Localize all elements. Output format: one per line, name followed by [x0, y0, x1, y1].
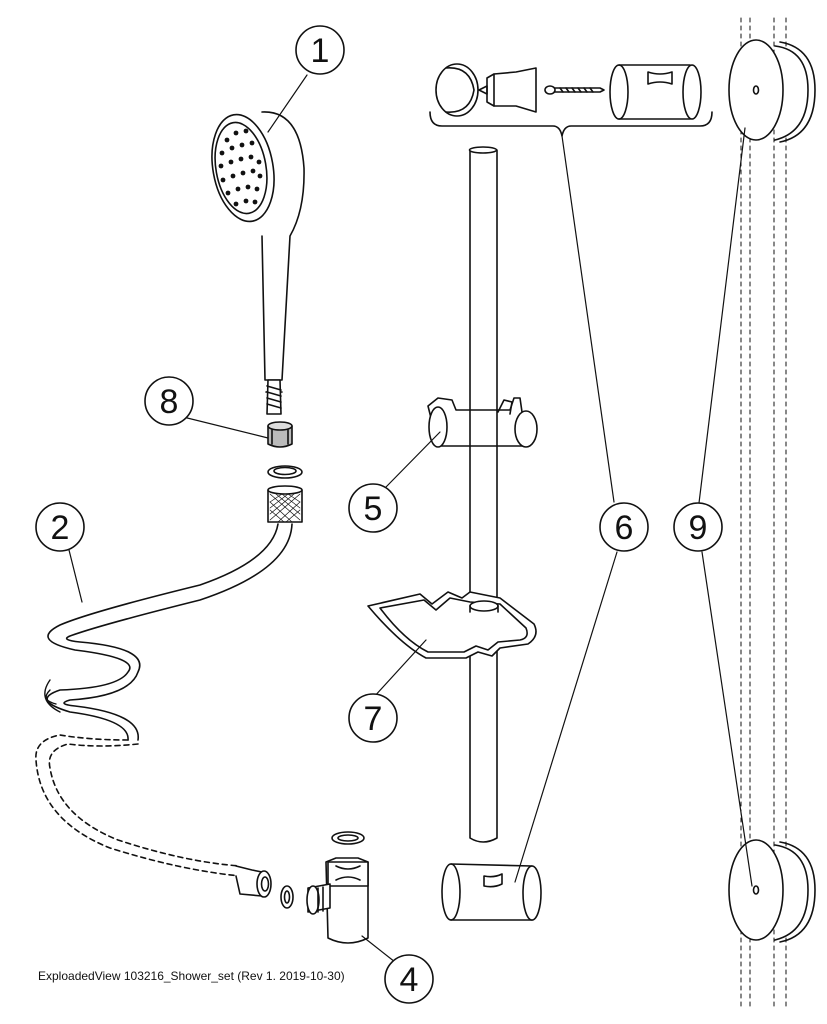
end-cap-assembly-top: [429, 63, 713, 137]
document-footer-text: ExploadedView 103216_Shower_set (Rev 1. …: [38, 969, 345, 983]
callout-4: 4: [384, 954, 434, 1004]
soap-dish: [367, 591, 537, 659]
callout-1-label: 1: [311, 32, 330, 70]
flow-restrictor: [267, 421, 293, 448]
knurled-nut: [269, 493, 301, 523]
callout-1: 1: [295, 25, 345, 75]
callout-7-label: 7: [364, 700, 383, 738]
leader-lines: [67, 74, 753, 963]
washer-bottom: [280, 885, 294, 909]
callout-5-label: 5: [364, 490, 383, 528]
callout-5: 5: [348, 483, 398, 533]
shower-hose: [35, 485, 303, 898]
slider-holder: [427, 397, 538, 448]
callout-8: 8: [144, 376, 194, 426]
callout-2-label: 2: [51, 509, 70, 547]
washer-top: [267, 465, 303, 479]
slide-rail: [468, 146, 498, 843]
callout-4-label: 4: [400, 961, 419, 999]
end-cap-holder-bottom: [441, 863, 542, 921]
wall-bracket-bottom: [728, 839, 816, 943]
callout-9-label: 9: [689, 509, 708, 547]
callout-6-label: 6: [615, 509, 634, 547]
wall-bracket-top: [728, 39, 816, 143]
wall-connector: [306, 831, 369, 944]
callout-9: 9: [673, 502, 723, 552]
callout-6: 6: [599, 502, 649, 552]
hand-shower: [211, 111, 305, 415]
callout-2: 2: [35, 502, 85, 552]
callout-8-label: 8: [160, 383, 179, 421]
shower-head-holes: [218, 128, 263, 207]
callout-7: 7: [348, 693, 398, 743]
